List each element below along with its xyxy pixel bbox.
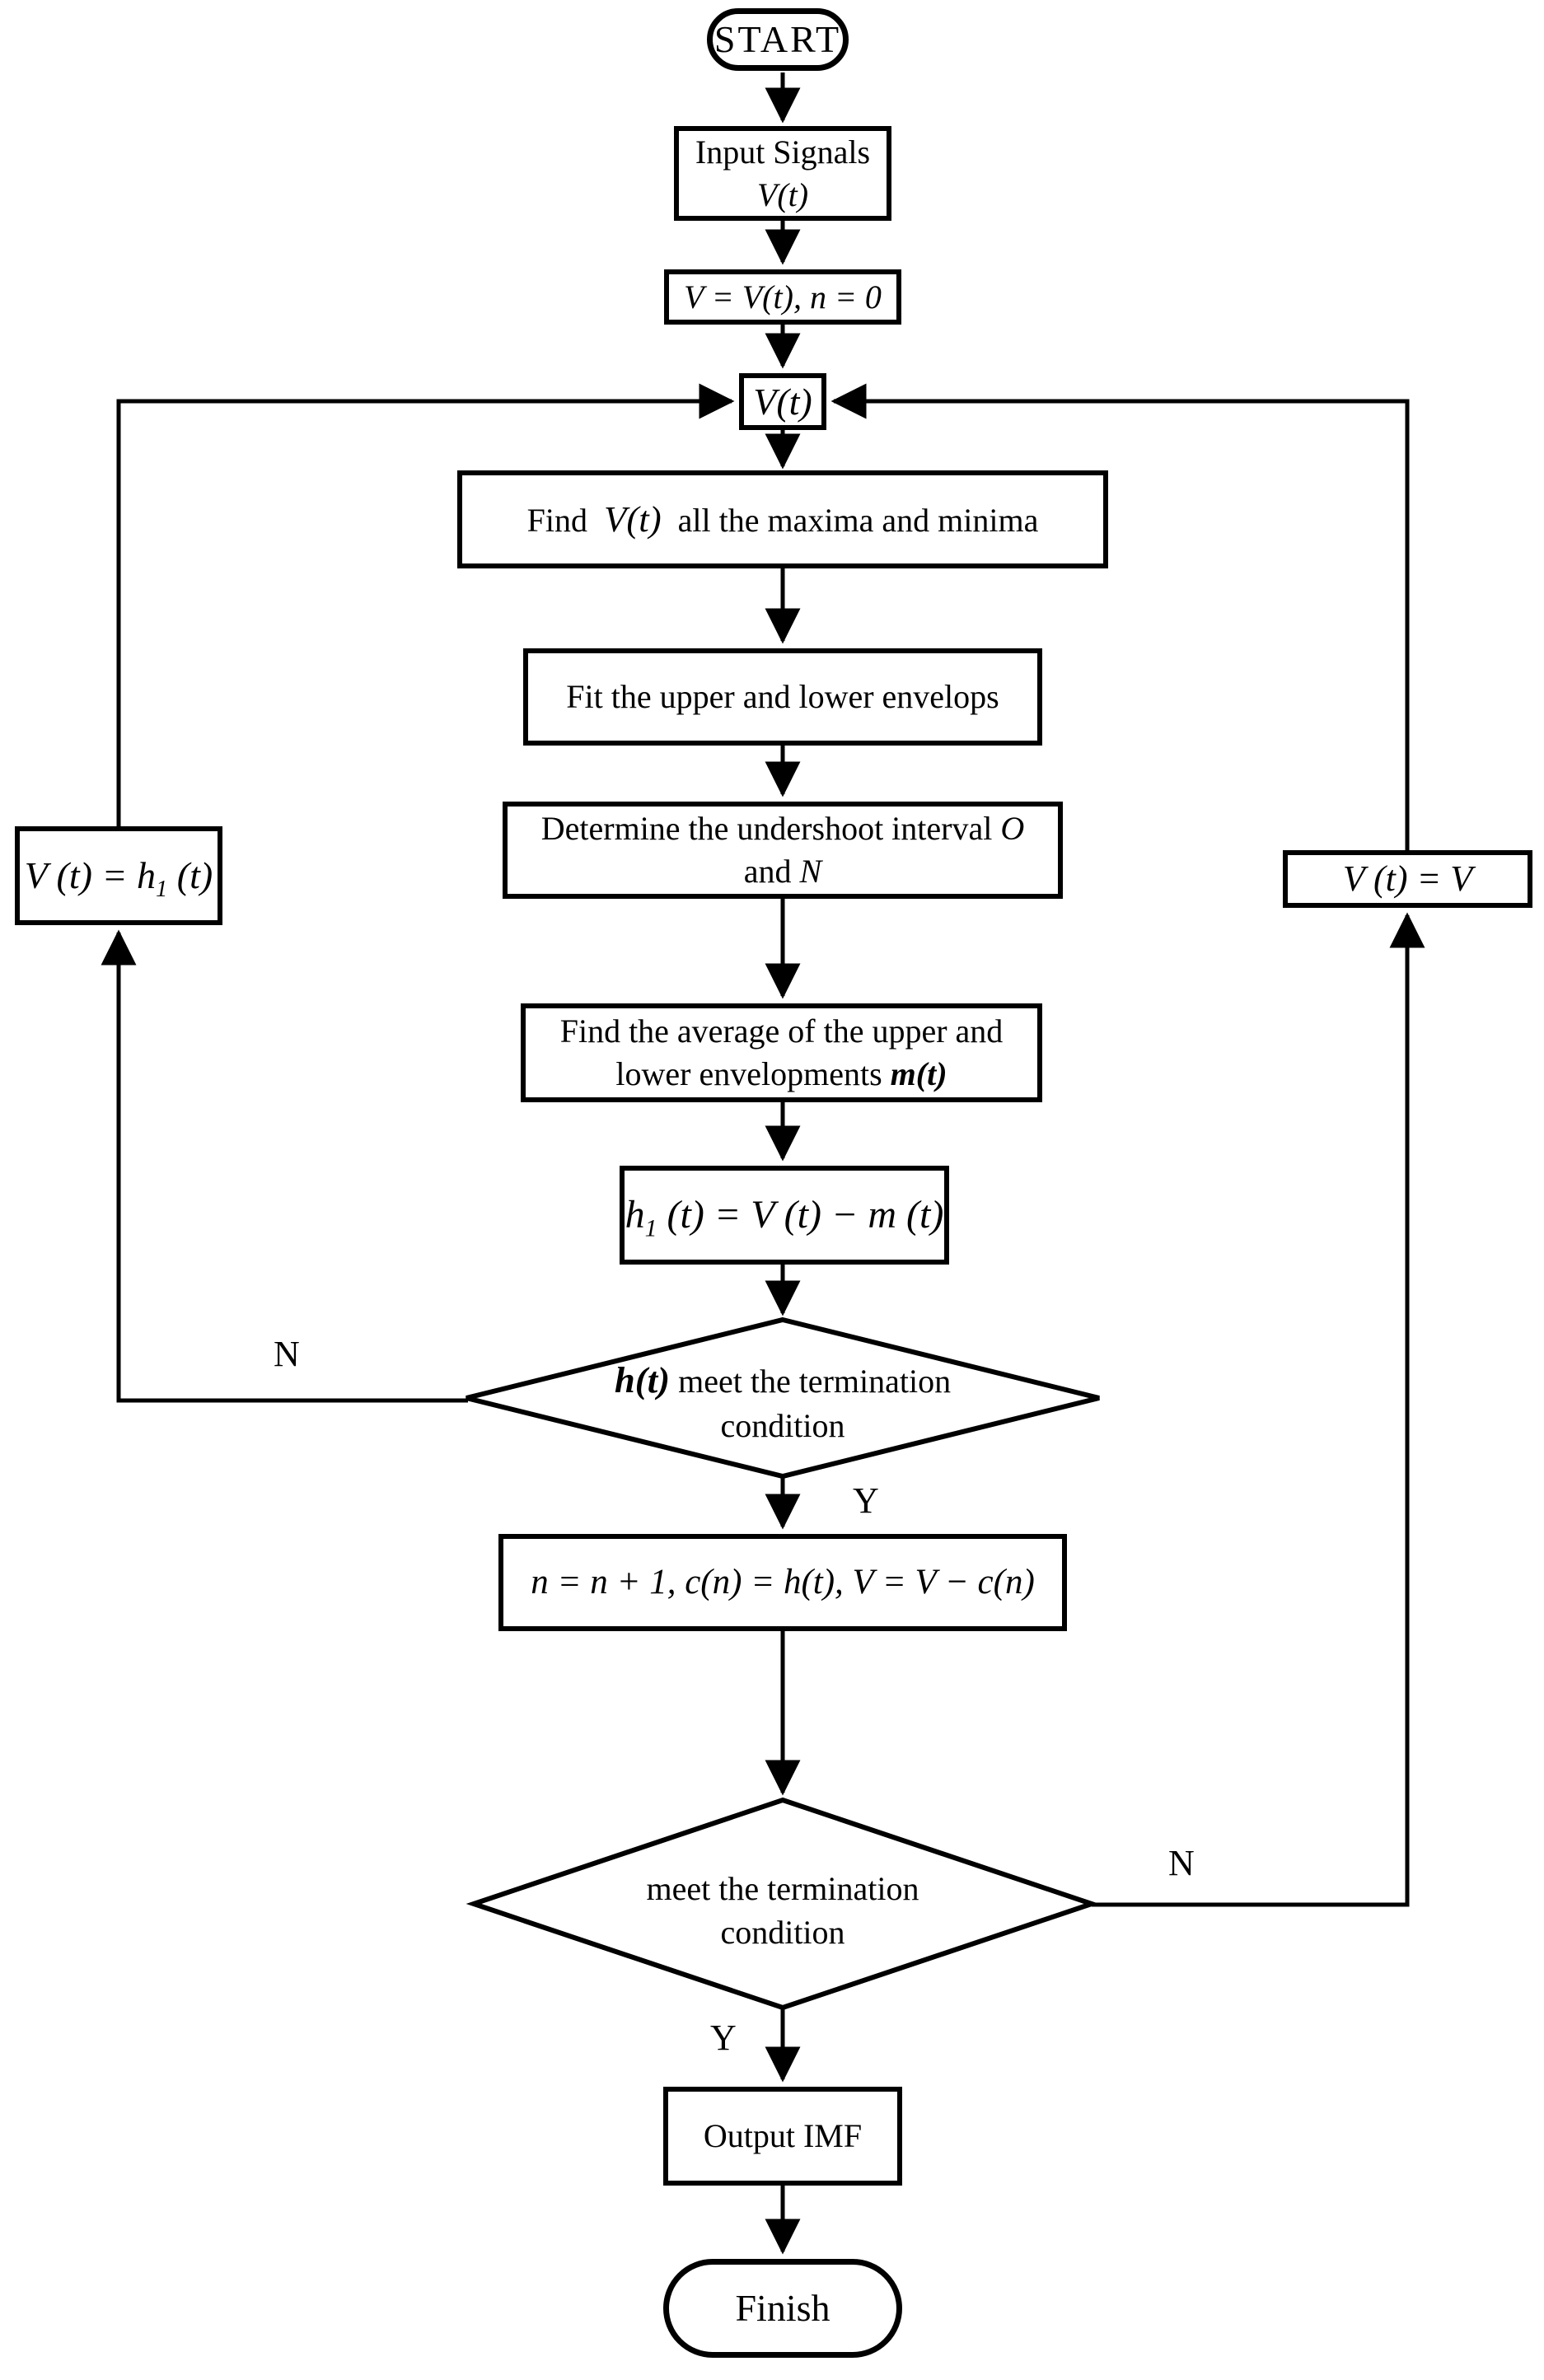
current-signal-label: V(t) (753, 380, 812, 423)
fit-envelopes-label: Fit the upper and lower envelops (566, 678, 999, 715)
find-extrema-label: Find V(t) all the maxima and minima (526, 498, 1039, 540)
loop-v-process: V (t) = V (1283, 850, 1532, 908)
edge-decision2-no-to-loop-v (1092, 912, 1425, 1907)
init-process: V = V(t), n = 0 (664, 269, 901, 325)
h1-equation-label: h1 (t) = V (t) − m (t) (625, 1192, 944, 1242)
loop-v-label: V (t) = V (1342, 858, 1473, 900)
start-label: START (714, 18, 842, 61)
decision2-no-label: N (1168, 1843, 1195, 1883)
start-terminator: START (707, 8, 849, 71)
decision1-diamond (466, 1316, 1100, 1480)
decision1-no-label: N (274, 1334, 300, 1374)
update-label: n = n + 1, c(n) = h(t), V = V − c(n) (531, 1563, 1035, 1602)
decision1-yes-label: Y (853, 1480, 879, 1521)
output-imf-process: Output IMF (663, 2087, 902, 2186)
decision2-yes-label: Y (710, 2018, 737, 2058)
fit-envelopes-process: Fit the upper and lower envelops (523, 648, 1042, 746)
finish-terminator: Finish (663, 2259, 902, 2358)
find-extrema-process: Find V(t) all the maxima and minima (457, 470, 1108, 568)
edge-decision1-no-to-loop-h1 (101, 929, 468, 1403)
edge-loop-h1-to-vt (116, 383, 735, 826)
init-label: V = V(t), n = 0 (684, 278, 882, 316)
edge-loop-v-to-vt (830, 383, 1410, 850)
loop-h1-process: V (t) = h1 (t) (15, 826, 222, 925)
loop-h1-label: V (t) = h1 (t) (24, 854, 213, 903)
decision2-diamond (466, 1797, 1100, 2011)
update-process: n = n + 1, c(n) = h(t), V = V − c(n) (498, 1534, 1067, 1631)
output-imf-label: Output IMF (703, 2117, 863, 2154)
finish-label: Finish (735, 2287, 830, 2330)
h1-equation-process: h1 (t) = V (t) − m (t) (620, 1166, 949, 1265)
current-signal-box: V(t) (739, 373, 826, 430)
